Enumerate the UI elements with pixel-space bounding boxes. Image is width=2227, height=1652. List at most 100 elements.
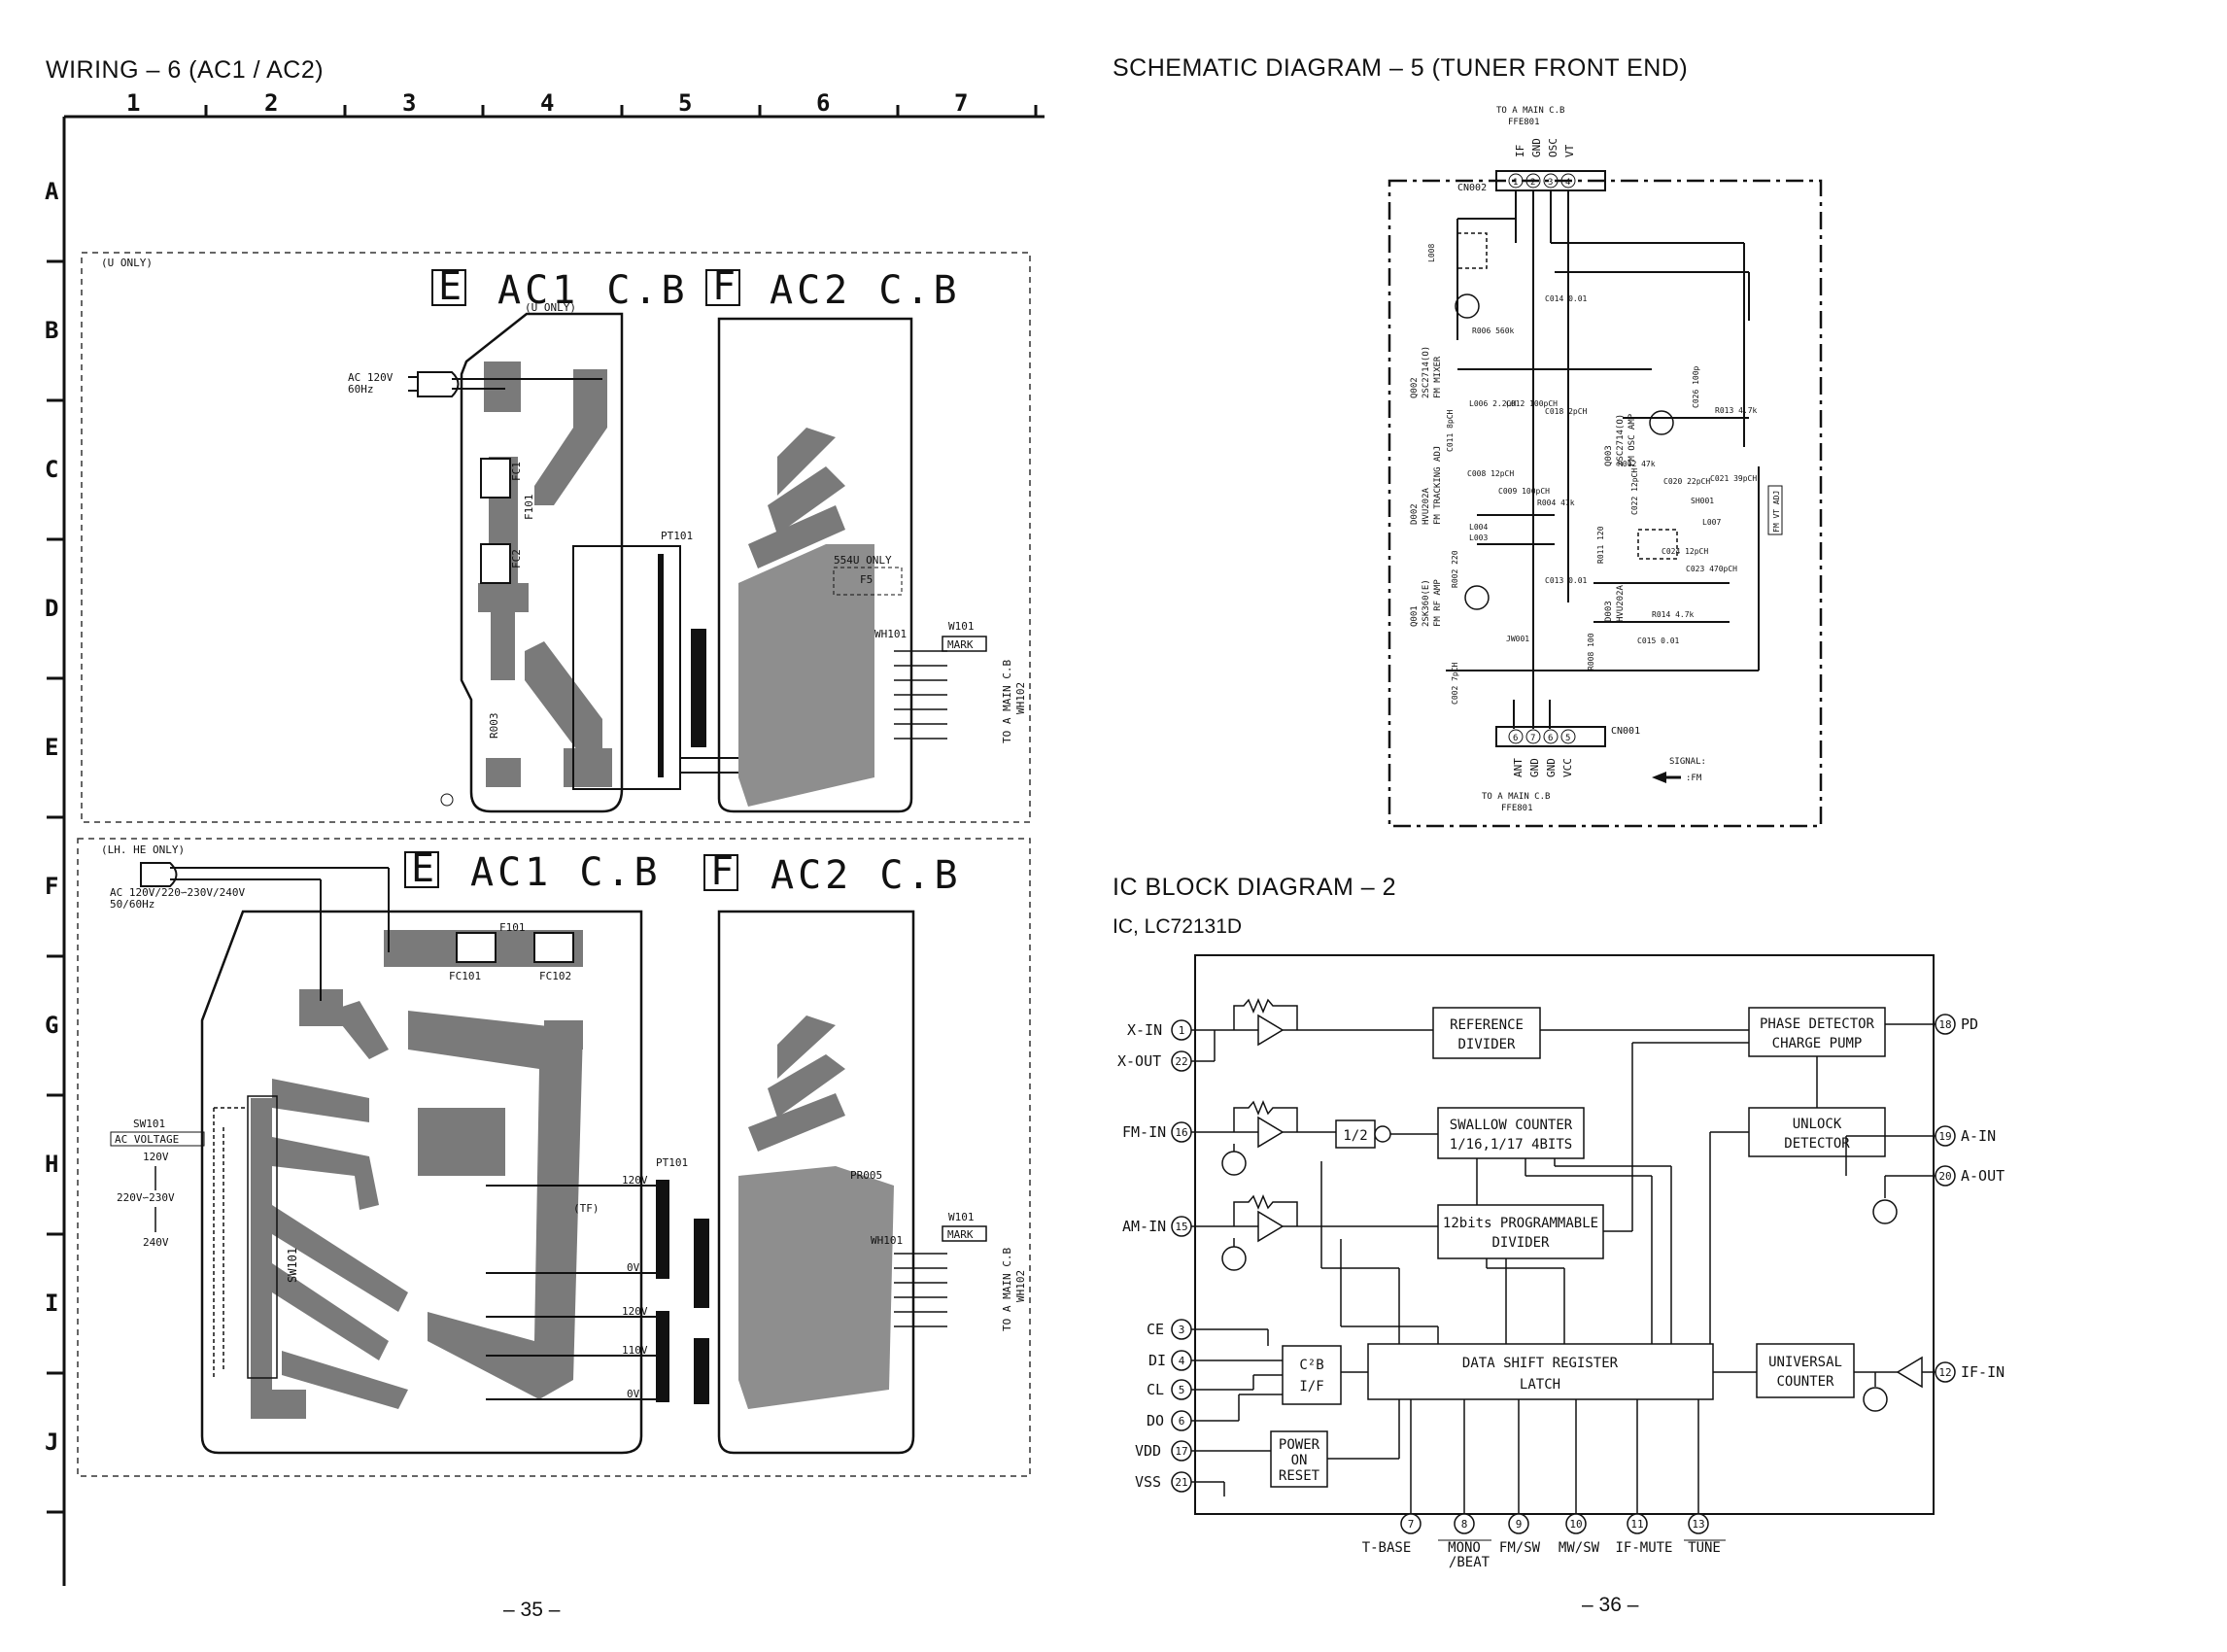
board-e-top-outline — [460, 312, 624, 813]
pin-tune-name: TUNE — [1688, 1540, 1721, 1556]
sw101-opt-120: 120V — [143, 1151, 169, 1163]
pin-a-in-num: 19 — [1938, 1130, 1951, 1143]
part-c008: C008 12pCH — [1467, 469, 1514, 478]
part-c011: C011 8pCH — [1446, 409, 1455, 452]
top-pin-if: IF — [1514, 145, 1526, 157]
signal-fm-label: :FM — [1686, 774, 1702, 783]
pin-if-in-name: IF-IN — [1961, 1363, 2004, 1381]
fuse-clip-fc101: FC101 — [449, 970, 481, 982]
pin-ifmute-name: IF-MUTE — [1615, 1540, 1672, 1556]
shift-label-2: LATCH — [1520, 1377, 1560, 1393]
pin-ifmute-num: 11 — [1630, 1518, 1643, 1531]
sw101-name: SW101 — [133, 1118, 165, 1130]
ref-div-label-1: REFERENCE — [1450, 1017, 1524, 1033]
grid-column-labels: 1 2 3 4 5 6 7 — [126, 89, 968, 117]
bottom-pin-num-4: 5 — [1565, 734, 1570, 743]
fuse-clip-fc2: FC2 — [510, 549, 523, 568]
bottom-pin-num-1: 6 — [1513, 734, 1518, 743]
tap-0v-1: 0V — [627, 1261, 640, 1274]
transistor-q001-func: FM RF AMP — [1433, 579, 1443, 627]
pin-x-in-name: X-IN — [1127, 1021, 1162, 1039]
unlock-label-2: DETECTOR — [1784, 1136, 1850, 1152]
pin-tune-num: 13 — [1692, 1518, 1704, 1531]
pin-mwsw-num: 10 — [1569, 1518, 1582, 1531]
top-connector-part: FFE801 — [1508, 118, 1540, 127]
resistor-pr005: PR005 — [850, 1169, 882, 1182]
page-number-right: – 36 – — [1582, 1594, 1639, 1616]
connector-w101-bottom: W101 — [948, 1211, 975, 1223]
part-c009: C009 100pCH — [1498, 487, 1550, 496]
cn002-label: CN002 — [1457, 183, 1487, 193]
swallow-counter-block — [1437, 1107, 1585, 1159]
pin-cl-num: 5 — [1179, 1384, 1185, 1396]
board-f-top-name: AC2 C.B — [770, 268, 961, 313]
pin-x-in-num: 1 — [1179, 1024, 1185, 1037]
data-shift-register-block — [1367, 1343, 1714, 1400]
grid-row-labels: A B C D E F G H I J — [45, 178, 59, 1456]
phase-label-1: PHASE DETECTOR — [1760, 1016, 1875, 1032]
c2b-label-1: C²B — [1299, 1358, 1323, 1373]
bottom-pin-gnd-2: GND — [1545, 758, 1558, 777]
bottom-pin-gnd-1: GND — [1528, 758, 1541, 777]
ref-div-label-2: DIVIDER — [1457, 1037, 1516, 1052]
pin-di-num: 4 — [1179, 1355, 1185, 1367]
tap-110v: 110V — [622, 1344, 648, 1357]
univ-label-1: UNIVERSAL — [1768, 1355, 1842, 1370]
connector-wh101-bottom: WH101 — [871, 1234, 903, 1247]
pin-a-out-name: A-OUT — [1961, 1167, 2004, 1185]
part-c024: C024 12pCH — [1662, 547, 1708, 556]
phase-label-2: CHARGE PUMP — [1772, 1036, 1863, 1051]
xtal-amp-icon — [1257, 1014, 1285, 1047]
schematic-title: SCHEMATIC DIAGRAM – 5 (TUNER FRONT END) — [1113, 54, 1689, 82]
pin-di-name: DI — [1148, 1352, 1166, 1369]
top-pin-num-3: 3 — [1548, 178, 1553, 188]
part-l004: L004 — [1469, 523, 1488, 532]
part-c012: C012 100pCH — [1506, 399, 1558, 408]
prog-label-1: 12bits PROGRAMMABLE — [1443, 1216, 1598, 1231]
bottom-connector-part: FFE801 — [1501, 804, 1533, 813]
pin-fmsw-name: FM/SW — [1499, 1540, 1541, 1556]
board-e-top-tag: E — [438, 264, 465, 309]
pin-mono-name2: /BEAT — [1449, 1555, 1490, 1570]
part-r012: R012 47k — [1618, 460, 1656, 468]
transistor-q002-func: FM MIXER — [1433, 356, 1443, 398]
to-main-ref-top: WH102 — [1014, 682, 1027, 714]
board-f-top-outline — [717, 317, 913, 813]
pin-am-in-num: 15 — [1175, 1221, 1187, 1233]
transistor-q001-part: 2SK360(E) — [1422, 579, 1431, 627]
shift-label-1: DATA SHIFT REGISTER — [1462, 1356, 1619, 1371]
ac-input-bottom-line1: AC 120V/220∽230V/240V — [110, 886, 245, 899]
bottom-pin-ant: ANT — [1512, 758, 1525, 777]
ic-block-subtitle: IC, LC72131D — [1113, 915, 1243, 938]
part-c018: C018 2pCH — [1545, 407, 1588, 416]
fuse-f5: F5 — [860, 573, 873, 586]
pin-do-num: 6 — [1179, 1415, 1185, 1428]
board-e-top-note: (U ONLY) — [525, 301, 576, 314]
grid-row-g: G — [45, 1012, 58, 1039]
diode-d002-part: HVU202A — [1422, 487, 1431, 525]
pin-a-in-name: A-IN — [1961, 1127, 1996, 1145]
transformer-pt101-top — [572, 545, 738, 790]
fuse-f101-top: F101 — [523, 495, 535, 521]
top-pin-osc: OSC — [1547, 138, 1559, 157]
transformer-pt101-bottom — [486, 1180, 709, 1404]
part-r002: R002 220 — [1451, 550, 1459, 588]
pin-a-out-num: 20 — [1938, 1170, 1951, 1183]
pin-tbase-name: T-BASE — [1362, 1540, 1412, 1556]
pin-fmsw-num: 9 — [1516, 1518, 1523, 1531]
to-main-cb-bottom: TO A MAIN C.B — [1001, 1248, 1013, 1331]
fm-vt-adj-label: FM VT ADJ — [1772, 491, 1781, 533]
programmable-divider-block — [1437, 1204, 1604, 1259]
to-main-cb-top: TO A MAIN C.B — [1001, 660, 1013, 743]
grid-row-c: C — [45, 456, 58, 483]
board-f-bottom-name: AC2 C.B — [771, 853, 962, 898]
pin-ce-name: CE — [1147, 1321, 1164, 1338]
pin-x-out-num: 22 — [1175, 1055, 1187, 1068]
part-c021: C021 39pCH — [1710, 474, 1757, 483]
pin-cl-name: CL — [1147, 1381, 1164, 1398]
reference-divider-block — [1432, 1007, 1541, 1059]
board-f-top-tag: F — [712, 264, 739, 309]
cn001-label: CN001 — [1611, 726, 1640, 737]
tap-0v-2: 0V — [627, 1388, 640, 1400]
top-pin-vt: VT — [1563, 144, 1576, 157]
